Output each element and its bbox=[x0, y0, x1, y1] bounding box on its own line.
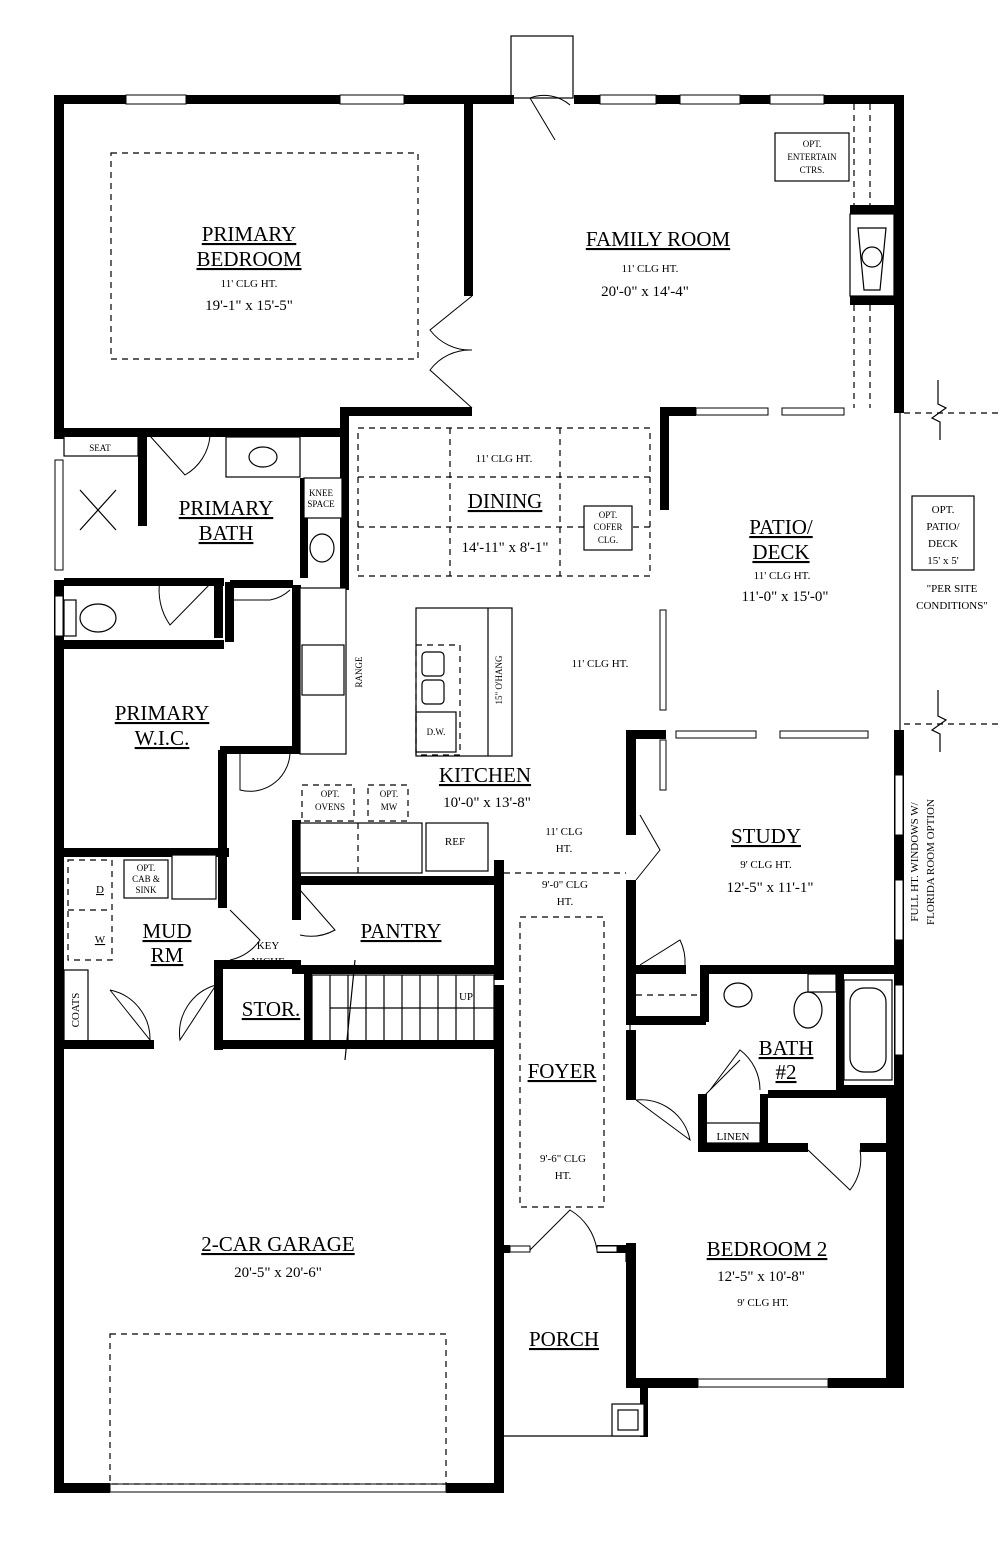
patio-label-2: DECK bbox=[752, 540, 809, 564]
porch-outline bbox=[501, 1209, 645, 1437]
primary-bath-label-1: PRIMARY bbox=[179, 496, 274, 520]
study-ceiling: 9' CLG HT. bbox=[740, 859, 792, 871]
opt-patio-l4: 15' x 5' bbox=[927, 555, 958, 567]
family-room-ceiling: 11' CLG HT. bbox=[622, 263, 679, 275]
opt-cofer-l3: CLG. bbox=[598, 535, 618, 545]
dishwasher-label: D.W. bbox=[427, 727, 446, 737]
porch-label: PORCH bbox=[529, 1327, 599, 1351]
primary-wic-label-1: PRIMARY bbox=[115, 701, 210, 725]
seat-label: SEAT bbox=[89, 443, 111, 453]
mud-room-label-1: MUD bbox=[142, 919, 191, 943]
windows bbox=[54, 94, 904, 1493]
entry-bumpout bbox=[510, 35, 574, 99]
washer-label: W bbox=[95, 934, 106, 946]
full-ht-windows-l1: FULL HT. WINDOWS W/ bbox=[909, 801, 921, 921]
study-dimensions: 12'-5" x 11'-1" bbox=[726, 880, 813, 896]
opt-patio-l2: PATIO/ bbox=[926, 521, 960, 533]
mud-room-label-2: RM bbox=[151, 943, 184, 967]
opt-entertain-l3: CTRS. bbox=[800, 165, 825, 175]
opt-patio-l3: DECK bbox=[928, 538, 958, 550]
foyer-ceiling-l2: HT. bbox=[555, 1170, 572, 1182]
stairs-up-label: UP bbox=[459, 991, 473, 1003]
overhang-label: 15" O'HANG bbox=[494, 655, 504, 705]
patio-dimensions: 11'-0" x 15'-0" bbox=[741, 589, 828, 605]
family-room-dimensions: 20'-0" x 14'-4" bbox=[601, 284, 689, 300]
garage-dimensions: 20'-5" x 20'-6" bbox=[234, 1265, 322, 1281]
primary-bedroom-dimensions: 19'-1" x 15'-5" bbox=[205, 298, 293, 314]
opt-patio-l1: OPT. bbox=[932, 504, 955, 516]
family-room-door bbox=[529, 94, 571, 141]
dining-label: DINING bbox=[468, 489, 543, 513]
family-room-label: FAMILY ROOM bbox=[586, 227, 731, 251]
opt-entertain-l2: ENTERTAIN bbox=[787, 152, 837, 162]
hall-ceiling-1-l2: HT. bbox=[556, 843, 573, 855]
foyer-ceiling-l1: 9'-6" CLG bbox=[540, 1153, 586, 1165]
primary-bedroom-label-2: BEDROOM bbox=[196, 247, 301, 271]
opt-cab-sink-l2: CAB & bbox=[132, 874, 160, 884]
bedroom2-ceiling: 9' CLG HT. bbox=[737, 1297, 789, 1309]
key-niche-l2: NICHE bbox=[251, 956, 285, 968]
ref-label: REF bbox=[445, 836, 465, 848]
opt-cab-sink-l3: SINK bbox=[135, 885, 157, 895]
kitchen-dimensions: 10'-0" x 13'-8" bbox=[443, 795, 531, 811]
kitchen-counters bbox=[299, 587, 489, 874]
bedroom2-label: BEDROOM 2 bbox=[707, 1237, 828, 1261]
pantry-label: PANTRY bbox=[361, 919, 442, 943]
door-swings bbox=[109, 295, 862, 1191]
opt-mw-l2: MW bbox=[381, 802, 398, 812]
kitchen-area-ceiling: 11' CLG HT. bbox=[572, 658, 629, 670]
opt-cofer-box bbox=[583, 505, 633, 551]
knee-space-l2: SPACE bbox=[307, 499, 335, 509]
opt-entertain-box bbox=[774, 132, 850, 182]
hall-ceiling-2-l2: HT. bbox=[557, 896, 574, 908]
hall-ceiling-1-l1: 11' CLG bbox=[545, 826, 582, 838]
kitchen-island bbox=[415, 607, 513, 757]
dining-dimensions: 14'-11" x 8'-1" bbox=[461, 540, 548, 556]
opt-cab-sink-box bbox=[123, 859, 169, 899]
dining-ceiling: 11' CLG HT. bbox=[476, 453, 533, 465]
opt-entertain-l1: OPT. bbox=[803, 139, 822, 149]
storage-label: STOR. bbox=[242, 997, 301, 1021]
garage-label: 2-CAR GARAGE bbox=[201, 1232, 354, 1256]
opt-ovens-l1: OPT. bbox=[321, 789, 340, 799]
linen-label: LINEN bbox=[717, 1131, 750, 1143]
bedroom2-dimensions: 12'-5" x 10'-8" bbox=[717, 1269, 805, 1285]
bath2-label-2: #2 bbox=[776, 1060, 797, 1084]
per-site-l1: "PER SITE bbox=[927, 583, 978, 595]
opt-cofer-l1: OPT. bbox=[599, 510, 618, 520]
bath2-label-1: BATH bbox=[759, 1036, 814, 1060]
primary-bedroom-ceiling: 11' CLG HT. bbox=[221, 278, 278, 290]
fixtures bbox=[63, 213, 895, 1144]
hall-ceiling-2-l1: 9'-0" CLG bbox=[542, 879, 588, 891]
kitchen-label: KITCHEN bbox=[439, 763, 531, 787]
knee-space-l1: KNEE bbox=[309, 488, 333, 498]
full-ht-windows-l2: FLORIDA ROOM OPTION bbox=[925, 799, 937, 925]
opt-ovens-l2: OVENS bbox=[315, 802, 345, 812]
study-label: STUDY bbox=[731, 824, 801, 848]
opt-mw-l1: OPT. bbox=[380, 789, 399, 799]
stairs bbox=[311, 959, 495, 1061]
opt-patio-box bbox=[911, 495, 975, 571]
patio-outline bbox=[899, 380, 1000, 752]
coats-label: COATS bbox=[70, 993, 82, 1028]
dryer-label: D bbox=[96, 884, 104, 896]
interior-walls bbox=[64, 104, 904, 1152]
foyer-label: FOYER bbox=[528, 1059, 597, 1083]
opt-cab-sink-l1: OPT. bbox=[137, 863, 156, 873]
primary-wic-label-2: W.I.C. bbox=[135, 726, 190, 750]
range-label: RANGE bbox=[354, 656, 364, 688]
opt-cofer-l2: COFER bbox=[593, 522, 622, 532]
patio-label-1: PATIO/ bbox=[749, 515, 813, 539]
primary-bath-label-2: BATH bbox=[199, 521, 254, 545]
key-niche-l1: KEY bbox=[257, 940, 280, 952]
per-site-l2: CONDITIONS" bbox=[916, 600, 988, 612]
primary-bedroom-label-1: PRIMARY bbox=[202, 222, 297, 246]
patio-ceiling: 11' CLG HT. bbox=[754, 570, 811, 582]
